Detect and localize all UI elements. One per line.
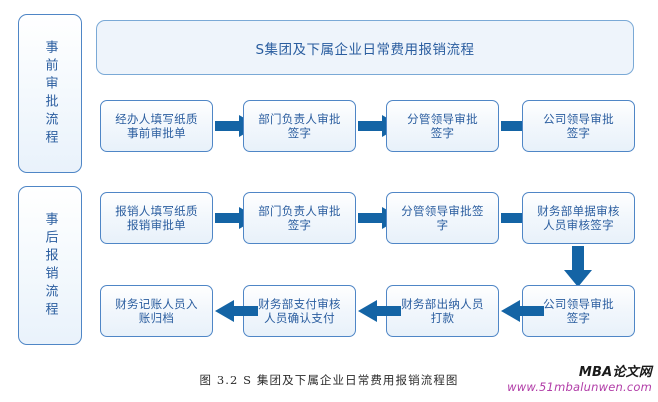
step-box-reimb-1-label: 报销人填写纸质 报销审批单: [115, 204, 198, 233]
step-line-2: 人员审核签字: [543, 218, 614, 232]
step-box-reimb-6-label: 财务部支付审核 人员确认支付: [258, 297, 341, 326]
step-box-pre-3: 分管领导审批 签字: [386, 100, 499, 152]
step-line-2: 签字: [566, 126, 591, 140]
stage-label-reimbursement: 事后报销流程: [18, 186, 82, 345]
watermark-url: www.51mbalunwen.com: [507, 379, 652, 394]
step-box-reimb-4: 财务部单据审核 人员审核签字: [522, 192, 635, 244]
step-box-reimb-4-label: 财务部单据审核 人员审核签字: [537, 204, 620, 233]
stage-label-pre-approval-text: 事前审批流程: [42, 39, 58, 148]
step-box-reimb-7-label: 财务部出纳人员 打款: [401, 297, 484, 326]
step-line-1: 经办人填写纸质: [115, 111, 198, 126]
step-line-1: 财务部出纳人员: [401, 296, 484, 311]
arrow-reimb-7-to-6: [358, 300, 402, 322]
step-line-2: 账归档: [138, 311, 175, 325]
stage-label-pre-approval: 事前审批流程: [18, 14, 82, 173]
step-line-2: 签字: [566, 311, 591, 325]
step-line-1: 报销人填写纸质: [115, 203, 198, 218]
arrow-reimb-6-to-5: [215, 300, 259, 322]
step-line-1: 财务部单据审核: [537, 203, 620, 218]
step-line-1: 财务部支付审核: [258, 296, 341, 311]
flowchart-title-banner: S集团及下属企业日常费用报销流程: [96, 20, 634, 75]
figure-caption: 图 3.2 S 集团及下属企业日常费用报销流程图: [199, 373, 459, 387]
step-box-reimb-1: 报销人填写纸质 报销审批单: [100, 192, 213, 244]
arrow-reimb-8-to-7: [501, 300, 545, 322]
step-box-pre-1: 经办人填写纸质 事前审批单: [100, 100, 213, 152]
stage-label-reimbursement-text: 事后报销流程: [42, 211, 58, 320]
step-line-1: 财务记账人员入: [115, 296, 198, 311]
step-line-2: 人员确认支付: [264, 311, 335, 325]
step-line-2: 报销审批单: [126, 218, 186, 232]
step-box-pre-2: 部门负责人审批 签字: [243, 100, 356, 152]
step-line-1: 分管领导审批签: [401, 203, 484, 218]
step-box-reimb-3: 分管领导审批签 字: [386, 192, 499, 244]
step-box-reimb-3-label: 分管领导审批签 字: [401, 204, 484, 233]
step-line-1: 公司领导审批: [543, 111, 614, 126]
step-box-pre-4: 公司领导审批 签字: [522, 100, 635, 152]
flowchart-title-text: S集团及下属企业日常费用报销流程: [255, 41, 475, 58]
step-box-reimb-2: 部门负责人审批 签字: [243, 192, 356, 244]
arrow-reimb-4-down-to-5: [563, 246, 593, 288]
step-line-1: 部门负责人审批: [258, 203, 341, 218]
step-line-2: 事前审批单: [126, 126, 186, 140]
step-line-2: 签字: [287, 218, 312, 232]
step-box-reimb-8-label: 公司领导审批 签字: [543, 297, 614, 326]
step-line-2: 打款: [430, 311, 455, 325]
step-box-reimb-6: 财务部支付审核 人员确认支付: [243, 285, 356, 337]
watermark-title: MBA论文网: [578, 365, 652, 380]
step-box-pre-3-label: 分管领导审批 签字: [407, 112, 478, 141]
step-box-pre-1-label: 经办人填写纸质 事前审批单: [115, 112, 198, 141]
step-line-1: 公司领导审批: [543, 296, 614, 311]
step-line-2: 字: [436, 218, 449, 232]
step-box-reimb-5: 财务记账人员入 账归档: [100, 285, 213, 337]
watermark: MBA论文网 www.51mbalunwen.com: [507, 365, 652, 394]
step-box-pre-4-label: 公司领导审批 签字: [543, 112, 614, 141]
step-box-pre-2-label: 部门负责人审批 签字: [258, 112, 341, 141]
step-line-1: 分管领导审批: [407, 111, 478, 126]
step-box-reimb-2-label: 部门负责人审批 签字: [258, 204, 341, 233]
step-line-2: 签字: [287, 126, 312, 140]
step-box-reimb-7: 财务部出纳人员 打款: [386, 285, 499, 337]
step-line-1: 部门负责人审批: [258, 111, 341, 126]
step-box-reimb-5-label: 财务记账人员入 账归档: [115, 297, 198, 326]
step-line-2: 签字: [430, 126, 455, 140]
